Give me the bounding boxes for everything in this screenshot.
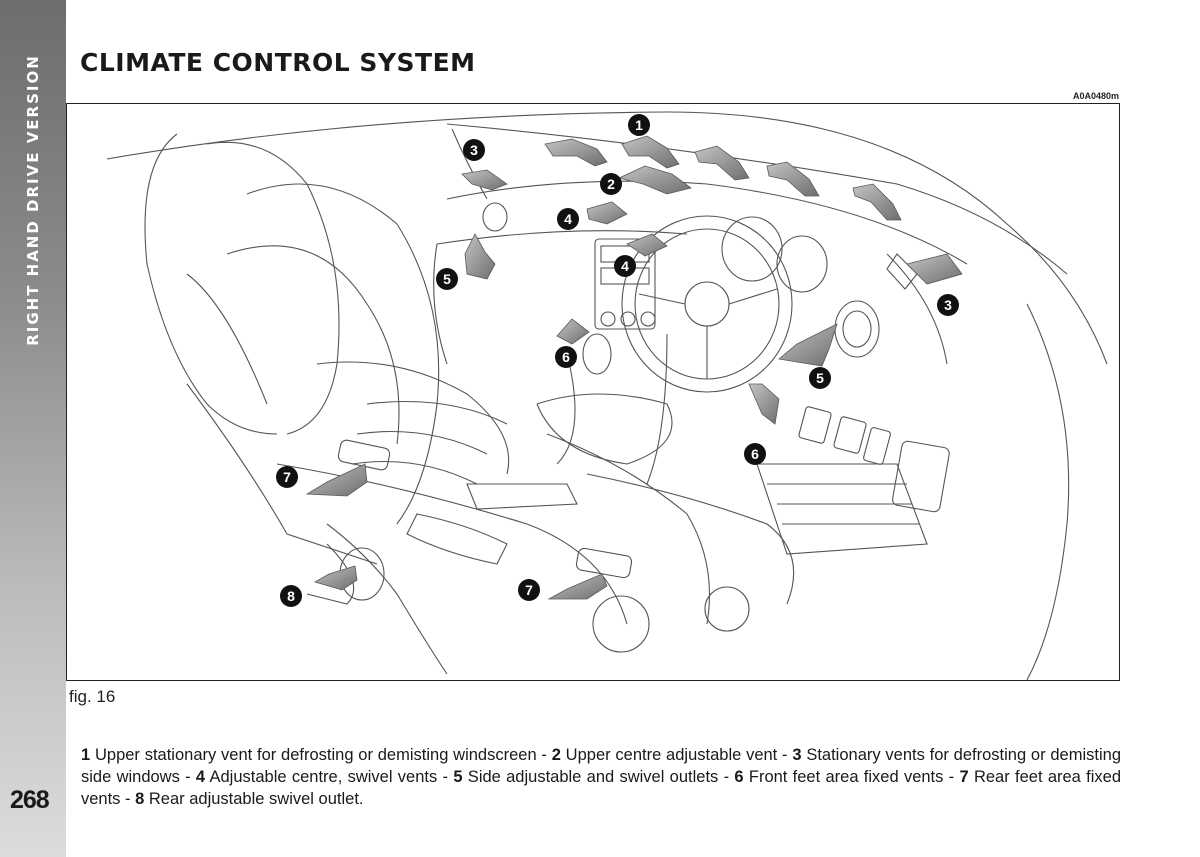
airflow-arrow — [626, 233, 668, 257]
callout-4-left: 4 — [557, 208, 579, 230]
callout-label: 4 — [564, 211, 572, 227]
callout-7-right: 7 — [518, 579, 540, 601]
callout-label: 6 — [751, 446, 759, 462]
legend-number: 5 — [453, 767, 463, 786]
callout-label: 4 — [621, 258, 629, 274]
callout-label: 1 — [635, 117, 643, 133]
legend-text: Stationary vents for defrosting or demis… — [81, 745, 1121, 786]
airflow-arrow — [544, 138, 608, 167]
callout-5-right: 5 — [809, 367, 831, 389]
callout-5-left: 5 — [436, 268, 458, 290]
airflow-arrow — [461, 169, 508, 191]
legend-text: Upper centre adjustable vent - — [560, 745, 793, 764]
climate-illustration: 1 2 3 3 4 4 5 — [66, 103, 1120, 681]
page-title: CLIMATE CONTROL SYSTEM — [80, 48, 476, 77]
callout-8: 8 — [280, 585, 302, 607]
legend-text: Rear feet area fixed vents - — [81, 767, 1122, 808]
airflow-arrow — [556, 318, 590, 345]
airflow-arrow — [621, 135, 680, 169]
legend-number: 2 — [551, 745, 561, 764]
callout-label: 2 — [607, 176, 615, 192]
callout-label: 8 — [287, 588, 295, 604]
legend-number: 6 — [734, 767, 744, 786]
callout-label: 3 — [944, 297, 952, 313]
callout-6-left: 6 — [555, 346, 577, 368]
legend-number: 8 — [135, 789, 145, 808]
legend-text: Adjustable centre, swivel vents - — [205, 767, 454, 786]
side-tab: RIGHT HAND DRIVE VERSION 268 — [0, 0, 66, 857]
figure-caption: fig. 16 — [69, 687, 116, 706]
airflow-arrow — [617, 165, 692, 195]
callout-label: 7 — [525, 582, 533, 598]
airflow-arrow — [313, 565, 358, 591]
airflow-arrow — [547, 573, 608, 600]
callout-1: 1 — [628, 114, 650, 136]
legend-number: 1 — [81, 745, 91, 764]
legend-number: 3 — [792, 745, 802, 764]
airflow-arrow — [906, 253, 963, 285]
legend-text: Front feet area fixed vents - — [743, 767, 960, 786]
page-number: 268 — [10, 786, 50, 814]
callout-label: 7 — [283, 469, 291, 485]
legend-number: 7 — [959, 767, 969, 786]
legend-text: Side adjustable and swivel outlets - — [462, 767, 735, 786]
legend-number: 4 — [195, 767, 206, 786]
callout-6-right: 6 — [744, 443, 766, 465]
figure-code: A0A0480m — [1072, 91, 1119, 101]
car-interior-drawing: 1 2 3 3 4 4 5 — [106, 111, 1108, 680]
airflow-arrow — [748, 383, 780, 425]
figure-legend: 1 Upper stationary vent for defrosting o… — [81, 744, 1121, 810]
callout-3-right: 3 — [937, 294, 959, 316]
airflow-arrow — [586, 201, 628, 225]
side-tab-label: RIGHT HAND DRIVE VERSION — [24, 54, 42, 346]
callout-7-left: 7 — [276, 466, 298, 488]
callout-label: 5 — [816, 370, 824, 386]
airflow-arrow — [694, 145, 750, 181]
airflow-arrows — [305, 135, 963, 600]
airflow-arrow — [305, 463, 368, 497]
callouts: 1 2 3 3 4 4 5 — [276, 114, 959, 607]
airflow-arrow — [778, 323, 838, 367]
callout-label: 3 — [470, 142, 478, 158]
callout-4-centre: 4 — [614, 255, 636, 277]
legend-text: Rear adjustable swivel outlet. — [144, 789, 364, 808]
line-art — [106, 111, 1108, 680]
callout-label: 6 — [562, 349, 570, 365]
callout-3-left: 3 — [463, 139, 485, 161]
airflow-arrow — [766, 161, 820, 197]
callout-label: 5 — [443, 271, 451, 287]
legend-text: Upper stationary vent for defrosting or … — [90, 745, 552, 764]
airflow-arrow — [852, 183, 902, 221]
airflow-arrow — [464, 233, 496, 280]
callout-2: 2 — [600, 173, 622, 195]
